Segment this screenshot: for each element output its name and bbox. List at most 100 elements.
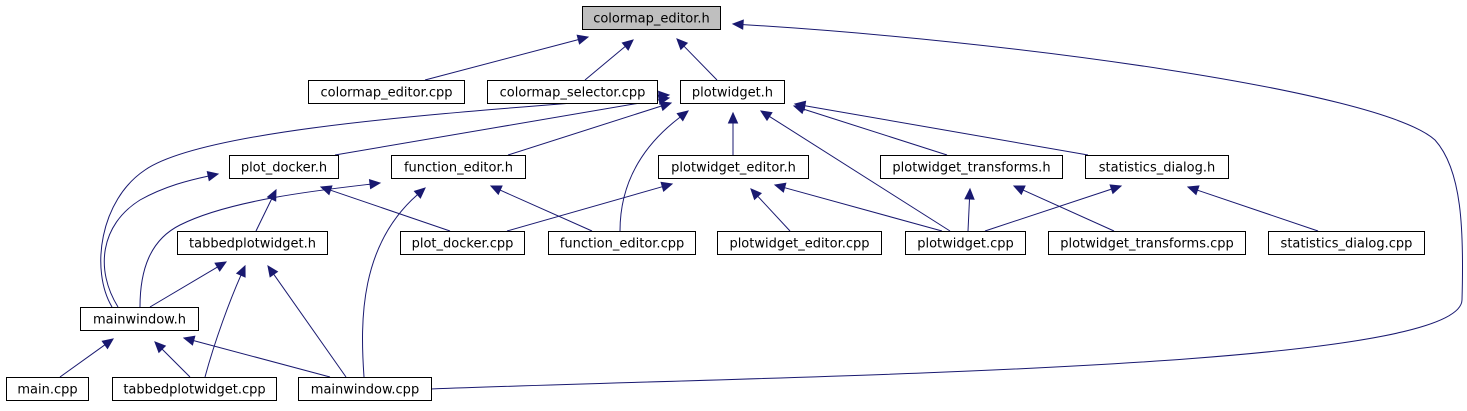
- node-tabbedplotwidget-h[interactable]: tabbedplotwidget.h: [177, 231, 328, 255]
- edge-plotwidget-editor-cpp-to-plotwidget-editor-h: [750, 188, 791, 232]
- node-colormap-editor-h[interactable]: colormap_editor.h: [582, 6, 721, 30]
- node-function-editor-h[interactable]: function_editor.h: [391, 155, 526, 179]
- node-box: [905, 231, 1026, 255]
- arrowhead-icon: [1186, 185, 1200, 196]
- node-label: plot_docker.h: [241, 161, 327, 176]
- edge-colormap-editor-cpp-to-colormap-editor-h: [424, 34, 590, 81]
- node-box: [680, 80, 785, 104]
- edge-mainwindow-h-to-plotwidget-h: [100, 90, 671, 308]
- node-mainwindow-cpp[interactable]: mainwindow.cpp: [298, 377, 432, 401]
- arrowhead-icon: [206, 171, 220, 182]
- edge-mainwindow-h-to-plot-docker-h: [103, 171, 220, 308]
- edge-plot-docker-cpp-to-plotwidget-editor-h: [506, 181, 674, 232]
- node-plotwidget-transforms-cpp[interactable]: plotwidget_transforms.cpp: [1048, 231, 1246, 255]
- arrowhead-icon: [101, 338, 114, 350]
- node-label: colormap_editor.h: [593, 12, 710, 27]
- arrowhead-icon: [266, 188, 277, 202]
- edge-plotwidget-cpp-to-statistics-dialog-h: [984, 184, 1123, 232]
- edge-line: [424, 39, 579, 81]
- node-mainwindow-h[interactable]: mainwindow.h: [80, 307, 199, 331]
- node-plotwidget-cpp[interactable]: plotwidget.cpp: [905, 231, 1026, 255]
- node-label: function_editor.cpp: [560, 237, 684, 252]
- edge-function-editor-cpp-to-function-editor-h: [489, 185, 593, 232]
- arrowhead-icon: [759, 110, 773, 122]
- edge-line: [161, 348, 191, 378]
- node-label: statistics_dialog.h: [1099, 161, 1215, 176]
- node-label: plotwidget_editor.h: [671, 161, 796, 176]
- node-label: mainwindow.h: [93, 313, 186, 328]
- node-box: [6, 377, 89, 401]
- edge-line: [149, 266, 218, 308]
- node-plot-docker-cpp[interactable]: plot_docker.cpp: [400, 231, 525, 255]
- node-colormap-editor-cpp[interactable]: colormap_editor.cpp: [308, 80, 465, 104]
- edge-line: [1022, 189, 1115, 232]
- arrowhead-icon: [576, 34, 590, 45]
- node-function-editor-cpp[interactable]: function_editor.cpp: [548, 231, 696, 255]
- arrowhead-icon: [659, 101, 673, 112]
- edge-line: [506, 186, 663, 232]
- edges-layer: [59, 19, 1464, 390]
- node-box: [548, 231, 696, 255]
- edge-plotwidget-cpp-to-plotwidget-h: [759, 110, 951, 232]
- edge-line: [804, 105, 1089, 156]
- edge-function-editor-cpp-to-plotwidget-h: [619, 110, 689, 232]
- edge-plot-docker-cpp-to-plot-docker-h: [319, 185, 451, 232]
- node-box: [658, 155, 809, 179]
- edge-line: [619, 116, 681, 232]
- node-label: plotwidget_transforms.h: [892, 161, 1050, 176]
- node-label: plot_docker.cpp: [412, 237, 514, 252]
- arrowhead-icon: [1012, 185, 1026, 196]
- edge-statistics-dialog-cpp-to-statistics-dialog-h: [1186, 185, 1319, 232]
- node-plotwidget-transforms-h[interactable]: plotwidget_transforms.h: [880, 155, 1063, 179]
- edge-line: [584, 46, 626, 81]
- arrowhead-icon: [621, 39, 634, 51]
- node-plotwidget-h[interactable]: plotwidget.h: [680, 80, 785, 104]
- node-tabbedplotwidget-cpp[interactable]: tabbedplotwidget.cpp: [112, 377, 277, 401]
- node-box: [112, 377, 277, 401]
- node-box: [177, 231, 328, 255]
- edge-tabbedplotwidget-cpp-to-mainwindow-h: [154, 341, 191, 378]
- edge-line: [430, 24, 1464, 390]
- edge-mainwindow-h-to-tabbedplotwidget-h: [149, 261, 228, 308]
- edge-line: [362, 194, 418, 378]
- arrowhead-icon: [154, 341, 167, 354]
- node-box: [1048, 231, 1246, 255]
- arrowhead-icon: [676, 38, 689, 51]
- edge-line: [784, 187, 943, 232]
- edge-mainwindow-cpp-to-colormap-editor-h: [430, 19, 1464, 390]
- edge-line: [193, 340, 331, 378]
- edge-line: [507, 105, 662, 156]
- edge-main-cpp-to-mainwindow-h: [59, 338, 114, 378]
- edge-plotwidget-transforms-h-to-plotwidget-h: [792, 104, 948, 156]
- arrowhead-icon: [750, 188, 763, 201]
- edge-mainwindow-cpp-to-function-editor-h: [362, 187, 426, 378]
- node-box: [80, 307, 199, 331]
- arrowhead-icon: [1109, 184, 1123, 195]
- edge-plotwidget-cpp-to-plotwidget-transforms-h: [964, 187, 975, 232]
- node-main-cpp[interactable]: main.cpp: [6, 377, 89, 401]
- edge-plotwidget-cpp-to-plotwidget-editor-h: [773, 182, 943, 232]
- node-box: [880, 155, 1063, 179]
- node-box: [1085, 155, 1229, 179]
- node-box: [582, 6, 721, 30]
- node-box: [229, 155, 339, 179]
- node-colormap-selector-cpp[interactable]: colormap_selector.cpp: [487, 80, 658, 104]
- node-label: tabbedplotwidget.cpp: [123, 383, 265, 398]
- edge-tabbedplotwidget-h-to-plot-docker-h: [255, 188, 277, 232]
- node-plotwidget-editor-h[interactable]: plotwidget_editor.h: [658, 155, 809, 179]
- edge-line: [330, 189, 451, 232]
- arrowhead-icon: [731, 19, 744, 30]
- node-plotwidget-editor-cpp[interactable]: plotwidget_editor.cpp: [717, 231, 882, 255]
- node-label: colormap_editor.cpp: [320, 86, 452, 101]
- node-plot-docker-h[interactable]: plot_docker.h: [229, 155, 339, 179]
- nodes-layer: colormap_editor.h colormap_editor.cpp colo…: [6, 6, 1425, 401]
- node-statistics-dialog-h[interactable]: statistics_dialog.h: [1085, 155, 1229, 179]
- node-label: plotwidget_transforms.cpp: [1060, 237, 1234, 252]
- node-label: plotwidget.cpp: [917, 237, 1014, 252]
- node-statistics-dialog-cpp[interactable]: statistics_dialog.cpp: [1268, 231, 1425, 255]
- arrowhead-icon: [319, 185, 333, 196]
- arrowhead-icon: [413, 187, 426, 199]
- edge-line: [334, 99, 660, 156]
- arrowhead-icon: [773, 182, 787, 193]
